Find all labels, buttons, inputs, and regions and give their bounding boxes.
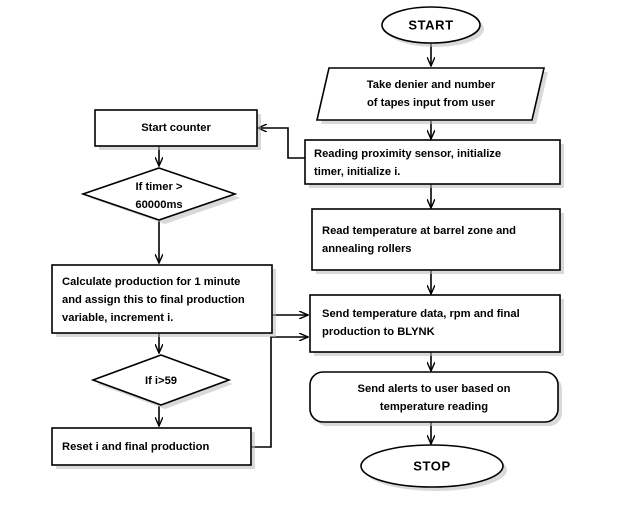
node-take-input[interactable]: Take denier and number of tapes input fr…: [315, 67, 546, 121]
send-temperature-rect: [309, 294, 561, 353]
if-timer-label-line1: If timer >: [136, 181, 183, 193]
send-temperature-label-line1: Send temperature data, rpm and final: [322, 308, 520, 320]
connector-reset-to-send-temperature: [250, 337, 308, 448]
stop-ellipse: [360, 444, 504, 488]
node-send-alerts[interactable]: Send alerts to user based on temperature…: [309, 371, 559, 423]
if-timer-diamond: [80, 167, 238, 221]
read-temperature-label-line1: Read temperature at barrel zone and: [322, 225, 516, 237]
node-read-temperature[interactable]: Read temperature at barrel zone and anne…: [311, 208, 561, 271]
reset-rect: [51, 427, 252, 466]
send-alerts-rounded-rect: [309, 371, 559, 423]
node-if-i[interactable]: If i>59: [90, 354, 232, 406]
node-start-counter[interactable]: Start counter: [94, 109, 258, 147]
take-input-parallelogram: [315, 67, 546, 121]
if-timer-label-line2: 60000ms: [135, 199, 182, 211]
calculate-production-label-line3: variable, increment i.: [62, 312, 173, 324]
reading-proximity-label-line1: Reading proximity sensor, initialize: [314, 148, 501, 160]
send-alerts-label-line2: temperature reading: [380, 401, 488, 413]
calculate-production-rect: [51, 264, 273, 334]
node-reading-proximity[interactable]: Reading proximity sensor, initialize tim…: [304, 139, 561, 185]
node-stop[interactable]: STOP: [360, 444, 504, 488]
node-start[interactable]: START: [381, 6, 481, 44]
node-reset[interactable]: Reset i and final production: [51, 427, 252, 466]
start-ellipse: [381, 6, 481, 44]
read-temperature-label-line2: annealing rollers: [322, 243, 412, 255]
send-temperature-label-line2: production to BLYNK: [322, 326, 435, 338]
reset-label: Reset i and final production: [62, 441, 209, 453]
send-alerts-label-line1: Send alerts to user based on: [358, 383, 511, 395]
start-counter-label: Start counter: [141, 122, 211, 134]
node-calculate-production[interactable]: Calculate production for 1 minute and as…: [51, 264, 273, 334]
connector-reading-proximity-to-start-counter: [258, 128, 305, 159]
start-counter-rect: [94, 109, 258, 147]
take-input-label-line1: Take denier and number: [367, 79, 496, 91]
stop-label: STOP: [413, 458, 451, 473]
start-label: START: [408, 17, 453, 32]
if-i-diamond: [90, 354, 232, 406]
node-if-timer[interactable]: If timer > 60000ms: [80, 167, 238, 221]
take-input-label-line2: of tapes input from user: [367, 97, 496, 109]
reading-proximity-rect: [304, 139, 561, 185]
reading-proximity-label-line2: timer, initialize i.: [314, 166, 400, 178]
calculate-production-label-line2: and assign this to final production: [62, 294, 245, 306]
calculate-production-label-line1: Calculate production for 1 minute: [62, 276, 240, 288]
read-temperature-rect: [311, 208, 561, 271]
if-i-label: If i>59: [145, 375, 177, 387]
node-send-temperature[interactable]: Send temperature data, rpm and final pro…: [309, 294, 561, 353]
